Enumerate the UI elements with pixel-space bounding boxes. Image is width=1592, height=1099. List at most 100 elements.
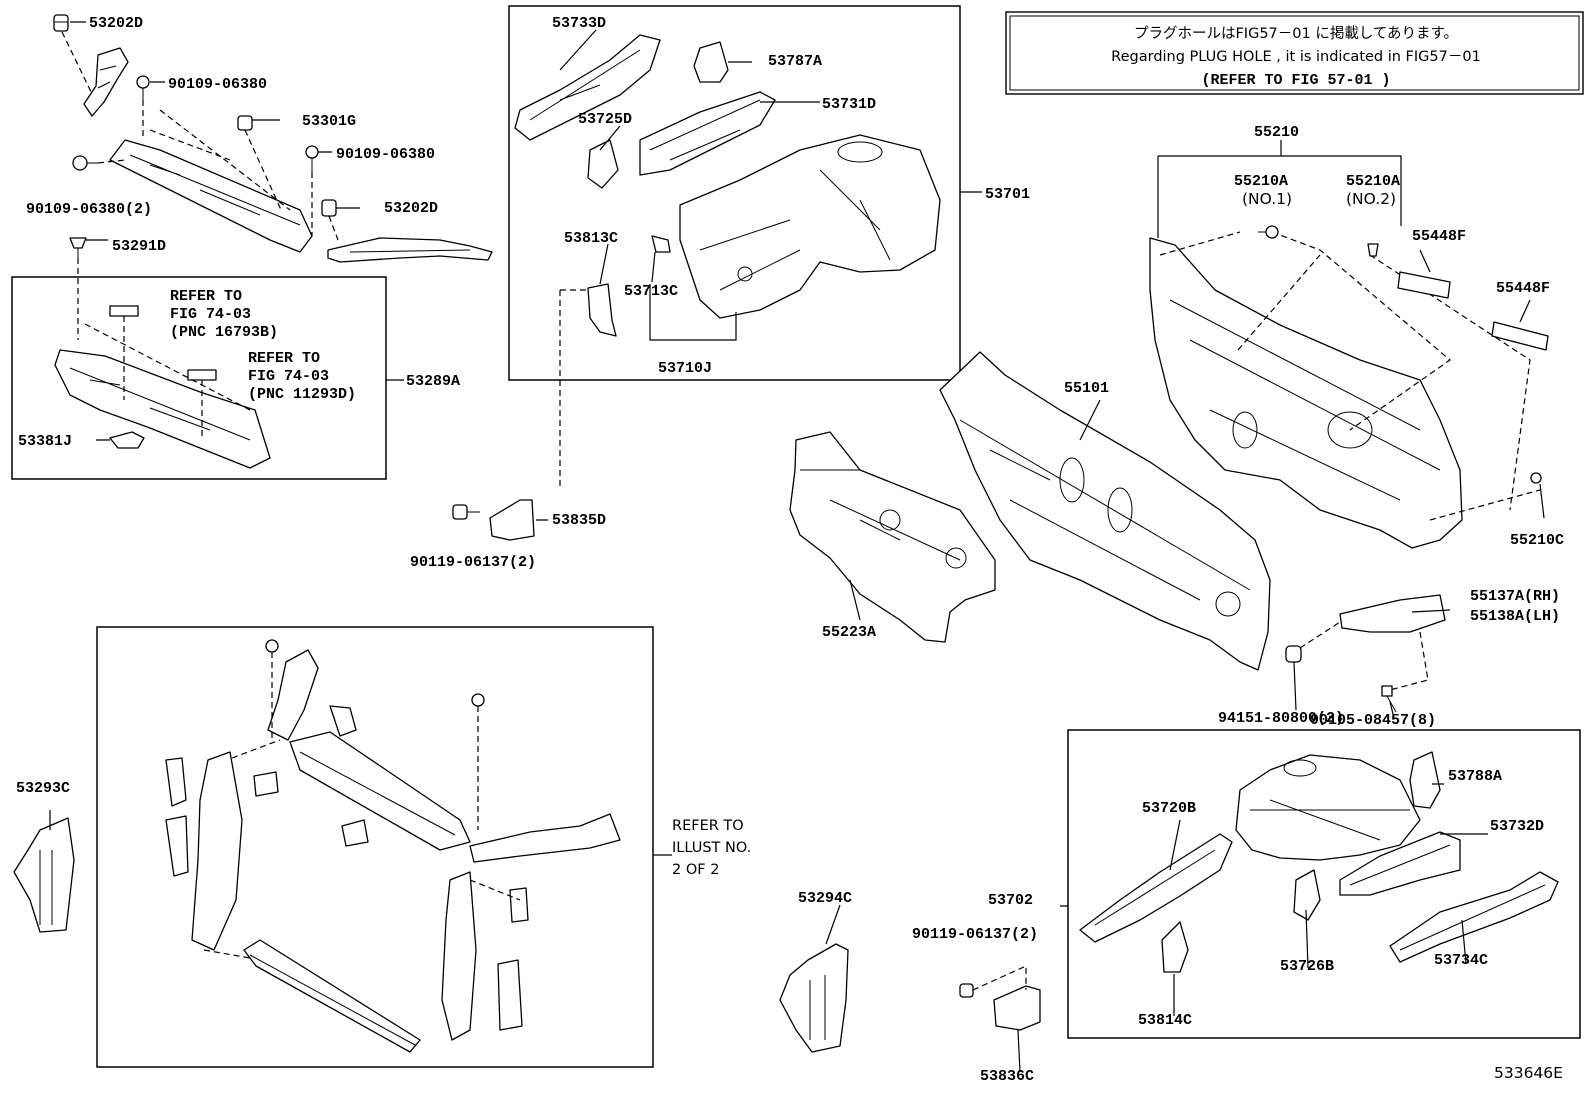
label-53734C: 53734C — [1434, 952, 1488, 969]
note-line-1: プラグホールはFIG57－01 に掲載してあります。 — [1134, 25, 1458, 42]
part-small-bracket-3 — [165, 757, 187, 807]
ref1-line3: (PNC 16793B) — [170, 324, 278, 341]
part-53301G-clip[interactable] — [237, 115, 253, 131]
label-90105-08457: 90105-08457(8) — [1310, 712, 1436, 729]
part-53702-apron-housing — [1235, 754, 1421, 861]
label-55223A: 55223A — [822, 624, 876, 641]
part-small-bracket-7 — [497, 959, 523, 1031]
part-90109-06380-bolt-a[interactable] — [136, 75, 150, 100]
part-90109-06380-bolt-c[interactable] — [72, 155, 98, 171]
part-bolt-lower-b[interactable] — [471, 693, 485, 707]
part-55137A-bracket — [1339, 594, 1446, 633]
part-55448F-pad-a — [1397, 271, 1451, 299]
part-small-bracket-6 — [341, 819, 369, 847]
label-53702: 53702 — [988, 892, 1033, 909]
label-53289A: 53289A — [406, 373, 460, 390]
part-53202D-clip-b[interactable] — [321, 199, 337, 217]
part-hood-lock-support — [469, 813, 621, 863]
ref2-line3: (PNC 11293D) — [248, 386, 356, 403]
ref1-line1: REFER TO — [170, 288, 242, 305]
part-55101-dash-panel — [939, 351, 1271, 671]
label-53726B: 53726B — [1280, 958, 1334, 975]
plug-hole-note: プラグホールはFIG57－01 に掲載してあります。 Regarding PLU… — [1005, 11, 1584, 95]
label-90109-06380-2: 90109-06380(2) — [26, 201, 152, 218]
part-53293C-splash — [13, 817, 75, 933]
label-55137A: 55137A(RH) — [1470, 588, 1560, 605]
group-box-53701 — [508, 5, 961, 381]
label-53836C: 53836C — [980, 1068, 1034, 1085]
ref3-line1: REFER TO — [672, 818, 744, 834]
label-55448F-b: 55448F — [1496, 280, 1550, 297]
note-line-2: Regarding PLUG HOLE , it is indicated in… — [1111, 49, 1481, 65]
part-53291D-clip[interactable] — [69, 237, 87, 258]
part-53835D-bracket — [489, 499, 535, 541]
group-box-53289A — [11, 276, 387, 480]
label-55448F-a: 55448F — [1412, 228, 1466, 245]
part-90105-08457-bolt[interactable] — [1381, 685, 1397, 713]
part-53787A-bracket — [693, 41, 729, 83]
label-53381J: 53381J — [18, 433, 72, 450]
label-55210A-1-sub: (NO.1) — [1242, 190, 1292, 208]
part-53713C-clip — [651, 235, 671, 253]
part-53836C-bracket — [993, 985, 1041, 1031]
label-53720B: 53720B — [1142, 800, 1196, 817]
label-90109-06380-b: 90109-06380 — [336, 146, 435, 163]
part-small-bracket-4 — [165, 815, 189, 877]
label-55210A-2: 55210A — [1346, 173, 1400, 190]
part-radiator-support-side-left — [191, 751, 243, 951]
part-53813C-bracket — [587, 283, 617, 337]
label-55210C: 55210C — [1510, 532, 1564, 549]
ref3-line3: 2 OF 2 — [672, 862, 719, 878]
label-53293C: 53293C — [16, 780, 70, 797]
part-bolt-lower-a[interactable] — [265, 639, 279, 653]
label-55210: 55210 — [1254, 124, 1299, 141]
label-53733D: 53733D — [552, 15, 606, 32]
label-53835D: 53835D — [552, 512, 606, 529]
part-small-bracket-2 — [329, 705, 357, 737]
ref3-line2: ILLUST NO. — [672, 840, 751, 856]
part-53731D-rail — [639, 91, 776, 176]
part-radiator-support-lower — [243, 939, 421, 1053]
part-90109-06380-bolt-b[interactable] — [305, 145, 319, 172]
label-53788A: 53788A — [1448, 768, 1502, 785]
part-upper-bracket — [83, 47, 129, 117]
part-53814C-bracket — [1161, 921, 1189, 973]
part-apron-housing — [679, 134, 941, 319]
part-55210A-clip-no2[interactable] — [1367, 243, 1379, 257]
part-53788A-bracket — [1409, 751, 1441, 809]
part-55210A-clip-no1[interactable] — [1258, 225, 1279, 239]
part-55210C-clip[interactable] — [1530, 472, 1542, 484]
part-53726B-bracket — [1293, 869, 1321, 921]
part-94151-80800-nut[interactable] — [1285, 645, 1302, 663]
part-53733D-rail — [514, 34, 661, 141]
part-53381J-clip[interactable] — [109, 431, 145, 449]
part-small-bracket-5 — [253, 771, 279, 797]
label-90109-06380-a: 90109-06380 — [168, 76, 267, 93]
label-94151-80800: 94151-80800(2) — [1218, 710, 1344, 727]
label-53202D-b: 53202D — [384, 200, 438, 217]
part-55223A-insulator — [789, 431, 996, 643]
part-radiator-support-upper — [289, 731, 471, 851]
ref1-line2: FIG 74-03 — [170, 306, 251, 323]
label-53731D: 53731D — [822, 96, 876, 113]
part-small-bracket-1 — [267, 649, 319, 741]
label-55210A-1: 55210A — [1234, 173, 1288, 190]
ref2-line2: FIG 74-03 — [248, 368, 329, 385]
part-90119-06137-nut-a[interactable] — [452, 504, 480, 520]
label-90119-06137-b: 90119-06137(2) — [912, 926, 1038, 943]
label-53701: 53701 — [985, 186, 1030, 203]
part-upper-rail — [109, 139, 313, 253]
part-90119-06137-nut-b[interactable] — [959, 983, 974, 998]
part-53202D-clip[interactable] — [53, 14, 69, 32]
group-box-53702 — [1067, 729, 1581, 1039]
label-53301G: 53301G — [302, 113, 356, 130]
label-53732D: 53732D — [1490, 818, 1544, 835]
part-53720B-rail — [1079, 833, 1233, 943]
part-53289A-cover — [54, 349, 271, 469]
label-53813C: 53813C — [564, 230, 618, 247]
part-53732D-rail — [1339, 831, 1461, 896]
label-53291D: 53291D — [112, 238, 166, 255]
part-radiator-support-side-right — [441, 871, 477, 1041]
group-box-lower-frame — [96, 626, 654, 1068]
label-55138A: 55138A(LH) — [1470, 608, 1560, 625]
